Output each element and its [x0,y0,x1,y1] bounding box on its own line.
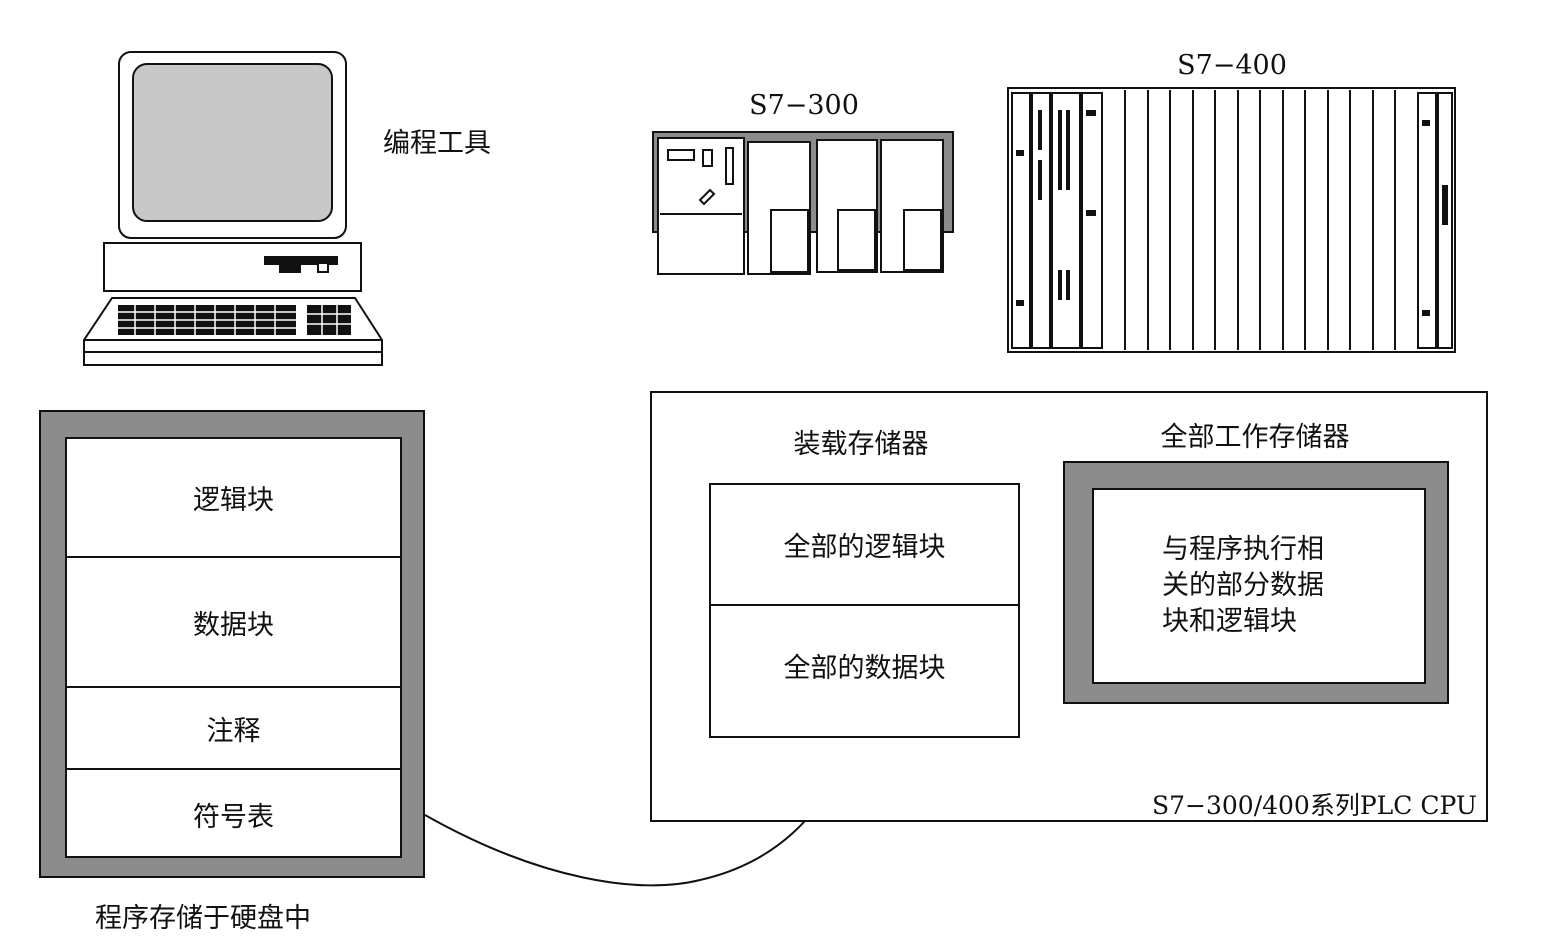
disk-block-label: 注释 [206,715,261,747]
cpu-caption: S7−300/400系列PLC CPU [1152,791,1477,820]
work-memory-text: 与程序执行相 关的部分数据 块和逻辑块 [1162,532,1324,640]
work-memory-box: 与程序执行相 关的部分数据 块和逻辑块 [1092,488,1426,684]
disk-block-logic: 逻辑块 [67,439,400,558]
work-memory-line: 块和逻辑块 [1162,606,1297,637]
disk-block-list: 逻辑块 数据块 注释 符号表 [65,437,402,858]
s7-400-label: S7−400 [1177,50,1287,81]
disk-storage-frame: 逻辑块 数据块 注释 符号表 [39,410,425,878]
work-memory-line: 与程序执行相 [1162,534,1324,565]
disk-block-data: 数据块 [67,558,400,688]
work-memory-line: 关的部分数据 [1162,570,1324,601]
load-memory-logic-blocks: 全部的逻辑块 [711,485,1018,606]
disk-block-label: 逻辑块 [193,485,274,516]
programming-tool-label: 编程工具 [383,128,491,159]
disk-block-label: 数据块 [193,609,274,641]
work-memory-label: 全部工作存储器 [1160,422,1350,453]
disk-block-comments: 注释 [67,688,400,770]
load-memory-box: 全部的逻辑块 全部的数据块 [709,483,1020,738]
load-memory-item-label: 全部的数据块 [783,653,946,684]
load-memory-label: 装载存储器 [793,429,929,460]
program-on-disk-caption: 程序存储于硬盘中 [95,903,311,934]
work-memory-frame: 与程序执行相 关的部分数据 块和逻辑块 [1063,461,1449,704]
load-memory-item-label: 全部的逻辑块 [783,532,946,563]
disk-block-symbol-table: 符号表 [67,770,400,858]
s7-300-label: S7−300 [749,90,859,121]
computer-icon [83,51,383,366]
s7-300-plc-icon [652,131,954,275]
load-memory-data-blocks: 全部的数据块 [711,606,1018,736]
disk-block-label: 符号表 [193,801,274,833]
s7-400-plc-icon [1007,87,1456,353]
